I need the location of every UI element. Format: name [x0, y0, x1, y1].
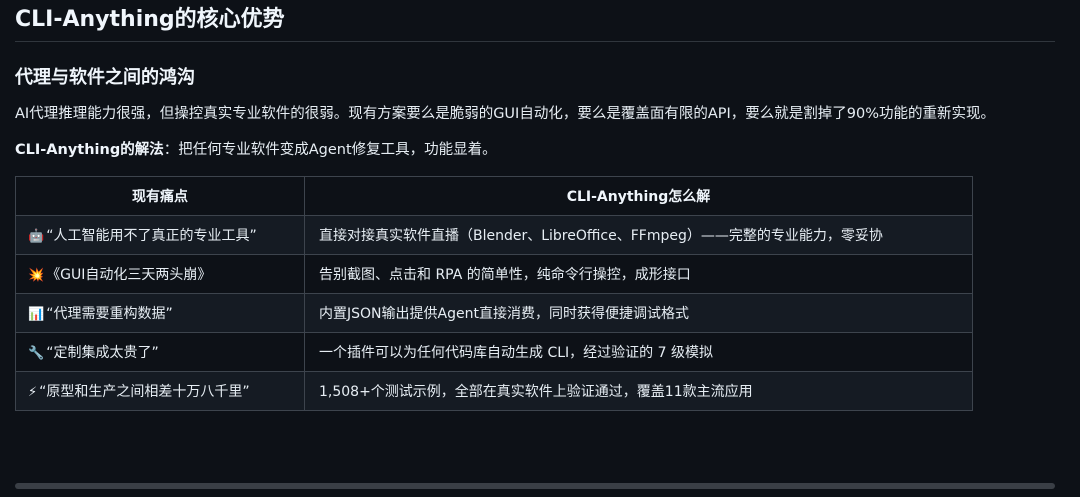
bar-chart-icon: 📊 — [28, 307, 45, 322]
robot-icon: 🤖 — [28, 229, 45, 244]
solution-cell: 告别截图、点击和 RPA 的简单性，纯命令行操控，成形接口 — [304, 254, 973, 294]
pain-text: “原型和生产之间相差十万八千里” — [39, 384, 250, 400]
horizontal-scrollbar[interactable] — [15, 483, 1055, 489]
explosion-icon: 💥 — [28, 268, 45, 283]
comparison-table: 现有痛点 CLI-Anything怎么解 🤖“人工智能用不了真正的专业工具” 直… — [15, 176, 973, 411]
solution-cell: 直接对接真实软件直播（Blender、LibreOffice、FFmpeg）——… — [304, 215, 973, 255]
solution-cell: 内置JSON输出提供Agent直接消费，同时获得便捷调试格式 — [304, 293, 973, 333]
solution-cell: 1,508+个测试示例，全部在真实软件上验证通过，覆盖11款主流应用 — [304, 371, 973, 411]
table-row: ⚡“原型和生产之间相差十万八千里” 1,508+个测试示例，全部在真实软件上验证… — [15, 371, 973, 411]
table-header-row: 现有痛点 CLI-Anything怎么解 — [15, 176, 973, 216]
solution-label: CLI-Anything的解法 — [15, 142, 164, 158]
pain-text: “定制集成太贵了” — [46, 345, 159, 361]
table-row: 📊“代理需要重构数据” 内置JSON输出提供Agent直接消费，同时获得便捷调试… — [15, 293, 973, 333]
section-title: CLI-Anything的核心优势 — [15, 0, 1055, 42]
pain-cell: 📊“代理需要重构数据” — [15, 293, 305, 333]
pain-cell: 🔧“定制集成太贵了” — [15, 332, 305, 372]
table-row: 💥《GUI自动化三天两头崩》 告别截图、点击和 RPA 的简单性，纯命令行操控，… — [15, 254, 973, 294]
document-page: CLI-Anything的核心优势 代理与软件之间的鸿沟 AI代理推理能力很强，… — [15, 0, 1055, 411]
pain-text: “代理需要重构数据” — [46, 306, 173, 322]
header-pain-points: 现有痛点 — [15, 176, 305, 216]
pain-text: 《GUI自动化三天两头崩》 — [46, 267, 212, 283]
pain-text: “人工智能用不了真正的专业工具” — [46, 228, 257, 244]
lightning-icon: ⚡ — [28, 385, 38, 400]
table-row: 🔧“定制集成太贵了” 一个插件可以为任何代码库自动生成 CLI，经过验证的 7 … — [15, 332, 973, 372]
solution-text: ：把任何专业软件变成Agent修复工具，功能显着。 — [163, 142, 497, 158]
table-row: 🤖“人工智能用不了真正的专业工具” 直接对接真实软件直播（Blender、Lib… — [15, 215, 973, 255]
pain-cell: 🤖“人工智能用不了真正的专业工具” — [15, 215, 305, 255]
wrench-icon: 🔧 — [28, 346, 45, 361]
subsection-title: 代理与软件之间的鸿沟 — [15, 67, 195, 88]
pain-cell: 💥《GUI自动化三天两头崩》 — [15, 254, 305, 294]
solution-paragraph: CLI-Anything的解法：把任何专业软件变成Agent修复工具，功能显着。 — [15, 138, 1055, 162]
solution-cell: 一个插件可以为任何代码库自动生成 CLI，经过验证的 7 级模拟 — [304, 332, 973, 372]
header-solution: CLI-Anything怎么解 — [304, 176, 973, 216]
pain-cell: ⚡“原型和生产之间相差十万八千里” — [15, 371, 305, 411]
intro-paragraph: AI代理推理能力很强，但操控真实专业软件的很弱。现有方案要么是脆弱的GUI自动化… — [15, 106, 995, 122]
